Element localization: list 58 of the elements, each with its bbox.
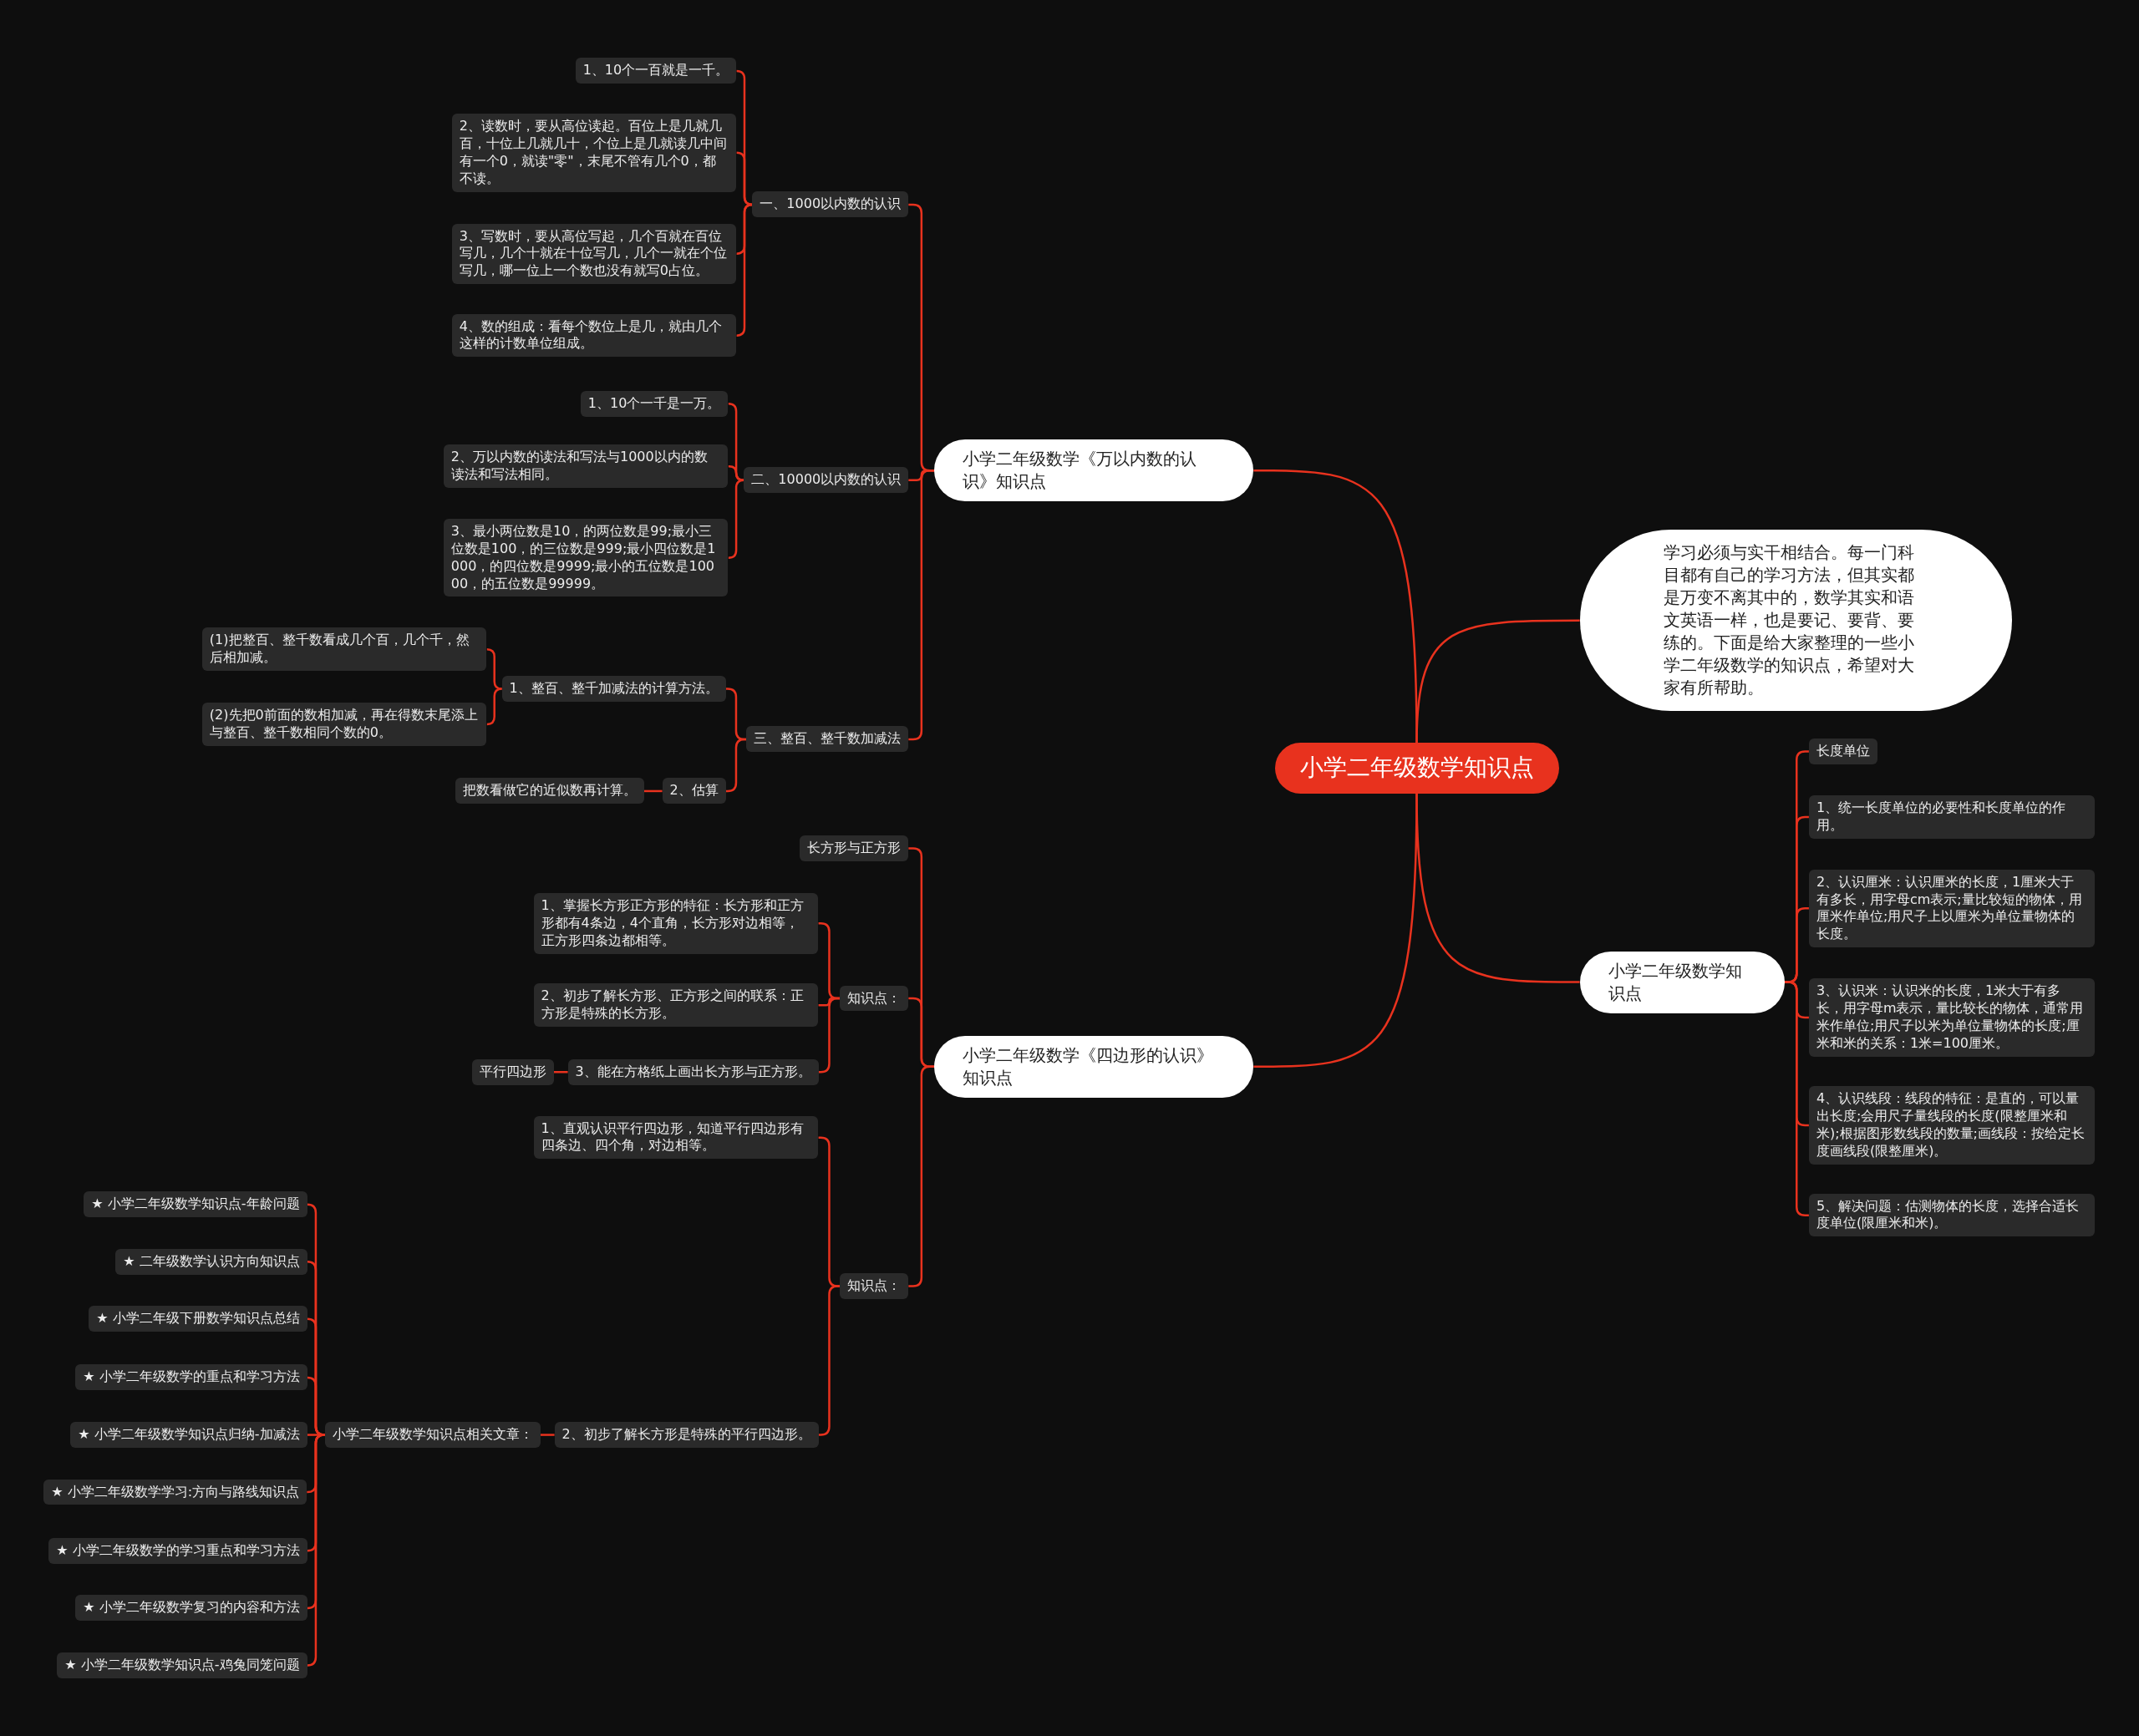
connector-line	[818, 1285, 841, 1436]
topic-box: ★ 二年级数学认识方向知识点	[115, 1248, 307, 1275]
topic-pill: 小学二年级数学《万以内数的认识》知识点	[934, 439, 1254, 502]
topic-box: 二、10000以内数的认识	[744, 467, 909, 493]
topic-box: ★ 小学二年级下册数学知识点总结	[89, 1306, 307, 1332]
connector-line	[643, 789, 663, 793]
topic-box: 4、认识线段：线段的特征：是直的，可以量出长度;会用尺子量线段的长度(限整厘米和米);根据图形数线段的数量;画线段：按给定长度画线段(限整厘米)。	[1808, 1086, 2096, 1165]
connector-line	[1415, 619, 1580, 744]
topic-box: 2、万以内数的读法和写法与1000以内的数读法和写法相同。	[443, 444, 729, 488]
topic-pill: 小学二年级数学知识点	[1579, 951, 1785, 1013]
topic-box: (2)先把0前面的数相加减，再在得数末尾添上与整百、整千数相同个数的0。	[201, 702, 487, 746]
connector-line	[540, 1434, 555, 1436]
connector-line	[725, 738, 747, 793]
topic-box: 三、整百、整千数加减法	[746, 726, 909, 753]
topic-box: 3、最小两位数是10，的两位数是99;最小三位数是100，的三位数是999;最小四位数是1000，的四位数是9999;最小的五位数是10000，的五位数是99999。	[443, 519, 729, 597]
topic-box: 1、直观认识平行四边形，知道平行四边形有四条边、四个角，对边相等。	[533, 1115, 819, 1160]
connector-line	[728, 465, 744, 481]
topic-box: 1、统一长度单位的必要性和长度单位的作用。	[1808, 794, 2096, 839]
connector-line	[485, 688, 503, 726]
topic-box: 长方形与正方形	[800, 835, 909, 861]
topic-box: 2、初步了解长方形是特殊的平行四边形。	[554, 1422, 819, 1448]
topic-box: (1)把整百、整千数看成几个百，几个千，然后相加减。	[201, 627, 487, 671]
topic-box: ★ 小学二年级数学学习:方向与路线知识点	[43, 1479, 307, 1505]
topic-box: 2、初步了解长方形、正方形之间的联系：正方形是特殊的长方形。	[533, 983, 819, 1027]
topic-box: ★ 小学二年级数学知识点-鸡兔同笼问题	[57, 1652, 307, 1678]
topic-box: ★ 小学二年级数学知识点-年龄问题	[84, 1191, 307, 1217]
topic-box: 2、读数时，要从高位读起。百位上是几就几百，十位上几就几十，个位上是几就读几中间有一个0，就读"零"，末尾不管有几个0，都不读。	[451, 114, 737, 192]
topic-box: 一、1000以内数的认识	[752, 191, 909, 218]
topic-box: ★ 小学二年级数学知识点归纳-加减法	[70, 1422, 307, 1448]
topic-box: 把数看做它的近似数再计算。	[455, 778, 644, 805]
topic-box: 2、估算	[662, 778, 726, 805]
topic-box: 2、认识厘米：认识厘米的长度，1厘米大于有多长，用字母cm表示;量比较短的物体，用厘米作单位;用尺子上以厘米为单位量物体的长度。	[1808, 869, 2096, 948]
topic-box: 小学二年级数学知识点相关文章：	[324, 1422, 541, 1448]
topic-box: 3、能在方格纸上画出长方形与正方形。	[567, 1058, 819, 1085]
topic-box: 长度单位	[1808, 739, 1877, 764]
topic-box: ★ 小学二年级数学的学习重点和学习方法	[48, 1537, 307, 1564]
intro-bubble: 学习必须与实干相结合。每一门科目都有自己的学习方法，但其实都是万变不离其中的，数学其实和语文英语一样，也是要记、要背、要练的。下面是给大家整理的一些小学二年级数学的知识点，希望对大家有所帮助。	[1579, 530, 2013, 712]
topic-box: ★ 小学二年级数学的重点和学习方法	[75, 1364, 307, 1391]
topic-box: ★ 小学二年级数学复习的内容和方法	[75, 1595, 307, 1622]
connector-line	[1415, 793, 1580, 983]
central-topic: 小学二年级数学知识点	[1274, 743, 1559, 794]
connector-line	[727, 479, 745, 559]
connector-line	[553, 1071, 568, 1074]
topic-box: 1、10个一百就是一千。	[575, 58, 737, 84]
topic-box: 知识点：	[840, 1273, 909, 1299]
topic-box: 4、数的组成：看每个数位上是几，就由几个这样的计数单位组成。	[451, 313, 737, 358]
connector-line	[485, 647, 503, 690]
topic-box: 5、解决问题：估测物体的长度，选择合适长度单位(限厘米和米)。	[1808, 1193, 2096, 1237]
topic-box: 知识点：	[840, 985, 909, 1012]
topic-box: 3、认识米：认识米的长度，1米大于有多长，用字母m表示，量比较长的物体，通常用米作单位;用尺子以米为单位量物体的长度;厘米和米的关系：1米=100厘米。	[1808, 978, 2096, 1057]
topic-pill: 小学二年级数学《四边形的认识》知识点	[934, 1035, 1254, 1098]
topic-box: 1、掌握长方形正方形的特征：长方形和正方形都有4条边，4个直角，长方形对边相等，正方形四条边都相等。	[533, 893, 819, 954]
connector-line	[735, 151, 754, 206]
topic-box: 1、整百、整千加减法的计算方法。	[501, 676, 726, 702]
topic-box: 3、写数时，要从高位写起，几个百就在百位写几，几个十就在十位写几，几个一就在个位写几，哪一位上一个数也没有就写0占位。	[451, 223, 737, 285]
topic-box: 1、10个一千是一万。	[580, 390, 729, 417]
topic-box: 平行四边形	[471, 1058, 554, 1085]
connector-line	[735, 203, 754, 337]
